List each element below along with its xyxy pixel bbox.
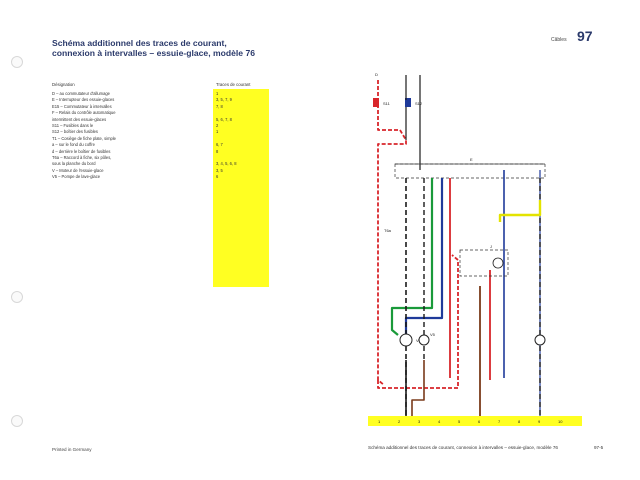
terminal-d-label: D (375, 72, 378, 77)
page-reference: 97-5 (594, 445, 604, 450)
bus-number-label: 8 (518, 419, 521, 424)
page-title: Schéma additionnel des traces de courant… (52, 38, 312, 58)
fuse-s12 (405, 98, 411, 107)
legend-row: T1 – Cosiège de fiche plate, simple (52, 136, 272, 142)
legend-designation: E – Interrupteur des essuie-glaces (52, 97, 115, 103)
relay-j-box (459, 249, 509, 277)
traces-highlight-column (213, 89, 269, 287)
bus-number-label: 7 (498, 419, 501, 424)
pump-v5 (418, 334, 430, 346)
legend-row: E – Interrupteur des essuie-glaces 3, 5, … (52, 97, 272, 103)
legend-row: F – Relais du contrôle automatique (52, 110, 272, 116)
legend-traces: 1 (216, 129, 219, 135)
switch-e-box (394, 163, 546, 179)
legend-traces: 3, 4, 5, 6, 8 (216, 161, 237, 167)
legend-row: intermittent des essuie-glaces 5, 6, 7, 8 (52, 117, 272, 123)
legend-traces: 6, 7 (216, 142, 223, 148)
footer-printed: Printed in Germany (52, 447, 92, 452)
fuse-s11-label: S11 (383, 101, 391, 106)
ground-bus (368, 416, 582, 426)
legend-designation: intermittent des essuie-glaces (52, 116, 107, 122)
bus-number-label: 5 (458, 419, 461, 424)
bus-number-label: 2 (398, 419, 401, 424)
legend-header-traces: Traces de courant (216, 82, 251, 87)
legend-row: T6a – Raccord à fiche, six pôles, (52, 155, 272, 161)
legend-designation: E15 – Commutateur à intervalles (52, 103, 112, 109)
legend-traces: 6 (216, 174, 219, 180)
bus-number-label: 1 (378, 419, 381, 424)
legend-traces: 3, 5, 7, 9 (216, 97, 232, 103)
legend-designation: V5 – Pompe de lave-glace (52, 174, 101, 180)
wire-red-supply (377, 80, 407, 386)
switch-e-label: E (470, 157, 473, 162)
title-line-1: Schéma additionnel des traces de courant… (52, 38, 227, 48)
legend-traces: 2 (216, 123, 219, 128)
motor-v (399, 333, 413, 347)
chapter-label: Câbles (551, 37, 567, 43)
wire-yellow (498, 200, 542, 222)
legend-designation: F – Relais du contrôle automatique (52, 110, 116, 116)
legend-traces: 3, 5 (216, 167, 223, 173)
bus-number-label: 3 (418, 419, 421, 424)
binder-hole-middle (11, 291, 23, 303)
legend-row: D – au commutateur d'allumage 1 (52, 91, 272, 97)
diagram-caption: Schéma additionnel des traces de courant… (368, 445, 558, 450)
legend-row: E15 – Commutateur à intervalles 7, 8 (52, 104, 272, 110)
page-number: 97 (577, 28, 593, 44)
legend-row: sous la planche du bord 3, 4, 5, 6, 8 (52, 161, 272, 167)
bus-number-label: 4 (438, 419, 441, 424)
legend-row: d – derrière le boîtier de fusibles 8 (52, 149, 272, 155)
legend-designation: V – Moteur de l'essuie-glace (52, 167, 104, 173)
bus-number-label: 9 (538, 419, 541, 424)
relay-j-label: J (490, 244, 492, 249)
legend-designation: T1 – Cosiège de fiche plate, simple (52, 135, 116, 141)
legend-designation: d – derrière le boîtier de fusibles (52, 148, 111, 154)
binder-hole-bottom (11, 415, 23, 427)
motor-right (534, 334, 546, 346)
wire-brown-ground (411, 360, 425, 416)
legend-traces: 5, 6, 7, 8 (216, 116, 232, 122)
legend-row: S12 – boîtier des fusibles 1 (52, 129, 272, 135)
connector-t6a-label: T6a (384, 228, 392, 233)
legend-designation: sous la planche du bord (52, 161, 96, 167)
legend-row: V5 – Pompe de lave-glace 6 (52, 174, 272, 180)
title-line-2: connexion à intervalles – essuie-glace, … (52, 48, 255, 58)
legend-header-designation: Désignation (52, 82, 75, 87)
legend-traces: 8 (216, 148, 219, 154)
motor-v-label: V (416, 338, 419, 343)
legend-designation: a – sur le fond du coffre (52, 142, 95, 148)
legend-designation: T6a – Raccord à fiche, six pôles, (52, 155, 112, 160)
fuse-s11 (373, 98, 379, 107)
legend-designation: S11 – Fusibles dans le (52, 123, 94, 128)
legend-designation: D – au commutateur d'allumage (52, 91, 110, 96)
binder-hole-top (11, 56, 23, 68)
wire-red-return (377, 254, 459, 389)
bus-number-label: 6 (478, 419, 481, 424)
bus-number-label: 10 (558, 419, 563, 424)
relay-coil (492, 257, 504, 269)
legend-row: V – Moteur de l'essuie-glace 3, 5 (52, 168, 272, 174)
legend-row: S11 – Fusibles dans le 2 (52, 123, 272, 129)
wire-green (390, 178, 434, 336)
legend-traces: 7, 8 (216, 103, 223, 109)
fuse-s12-label: S12 (415, 101, 423, 106)
legend-designation: S12 – boîtier des fusibles (52, 129, 98, 135)
pump-v5-label: V5 (430, 332, 436, 337)
legend-traces: 1 (216, 91, 219, 96)
legend-row: a – sur le fond du coffre 6, 7 (52, 142, 272, 148)
